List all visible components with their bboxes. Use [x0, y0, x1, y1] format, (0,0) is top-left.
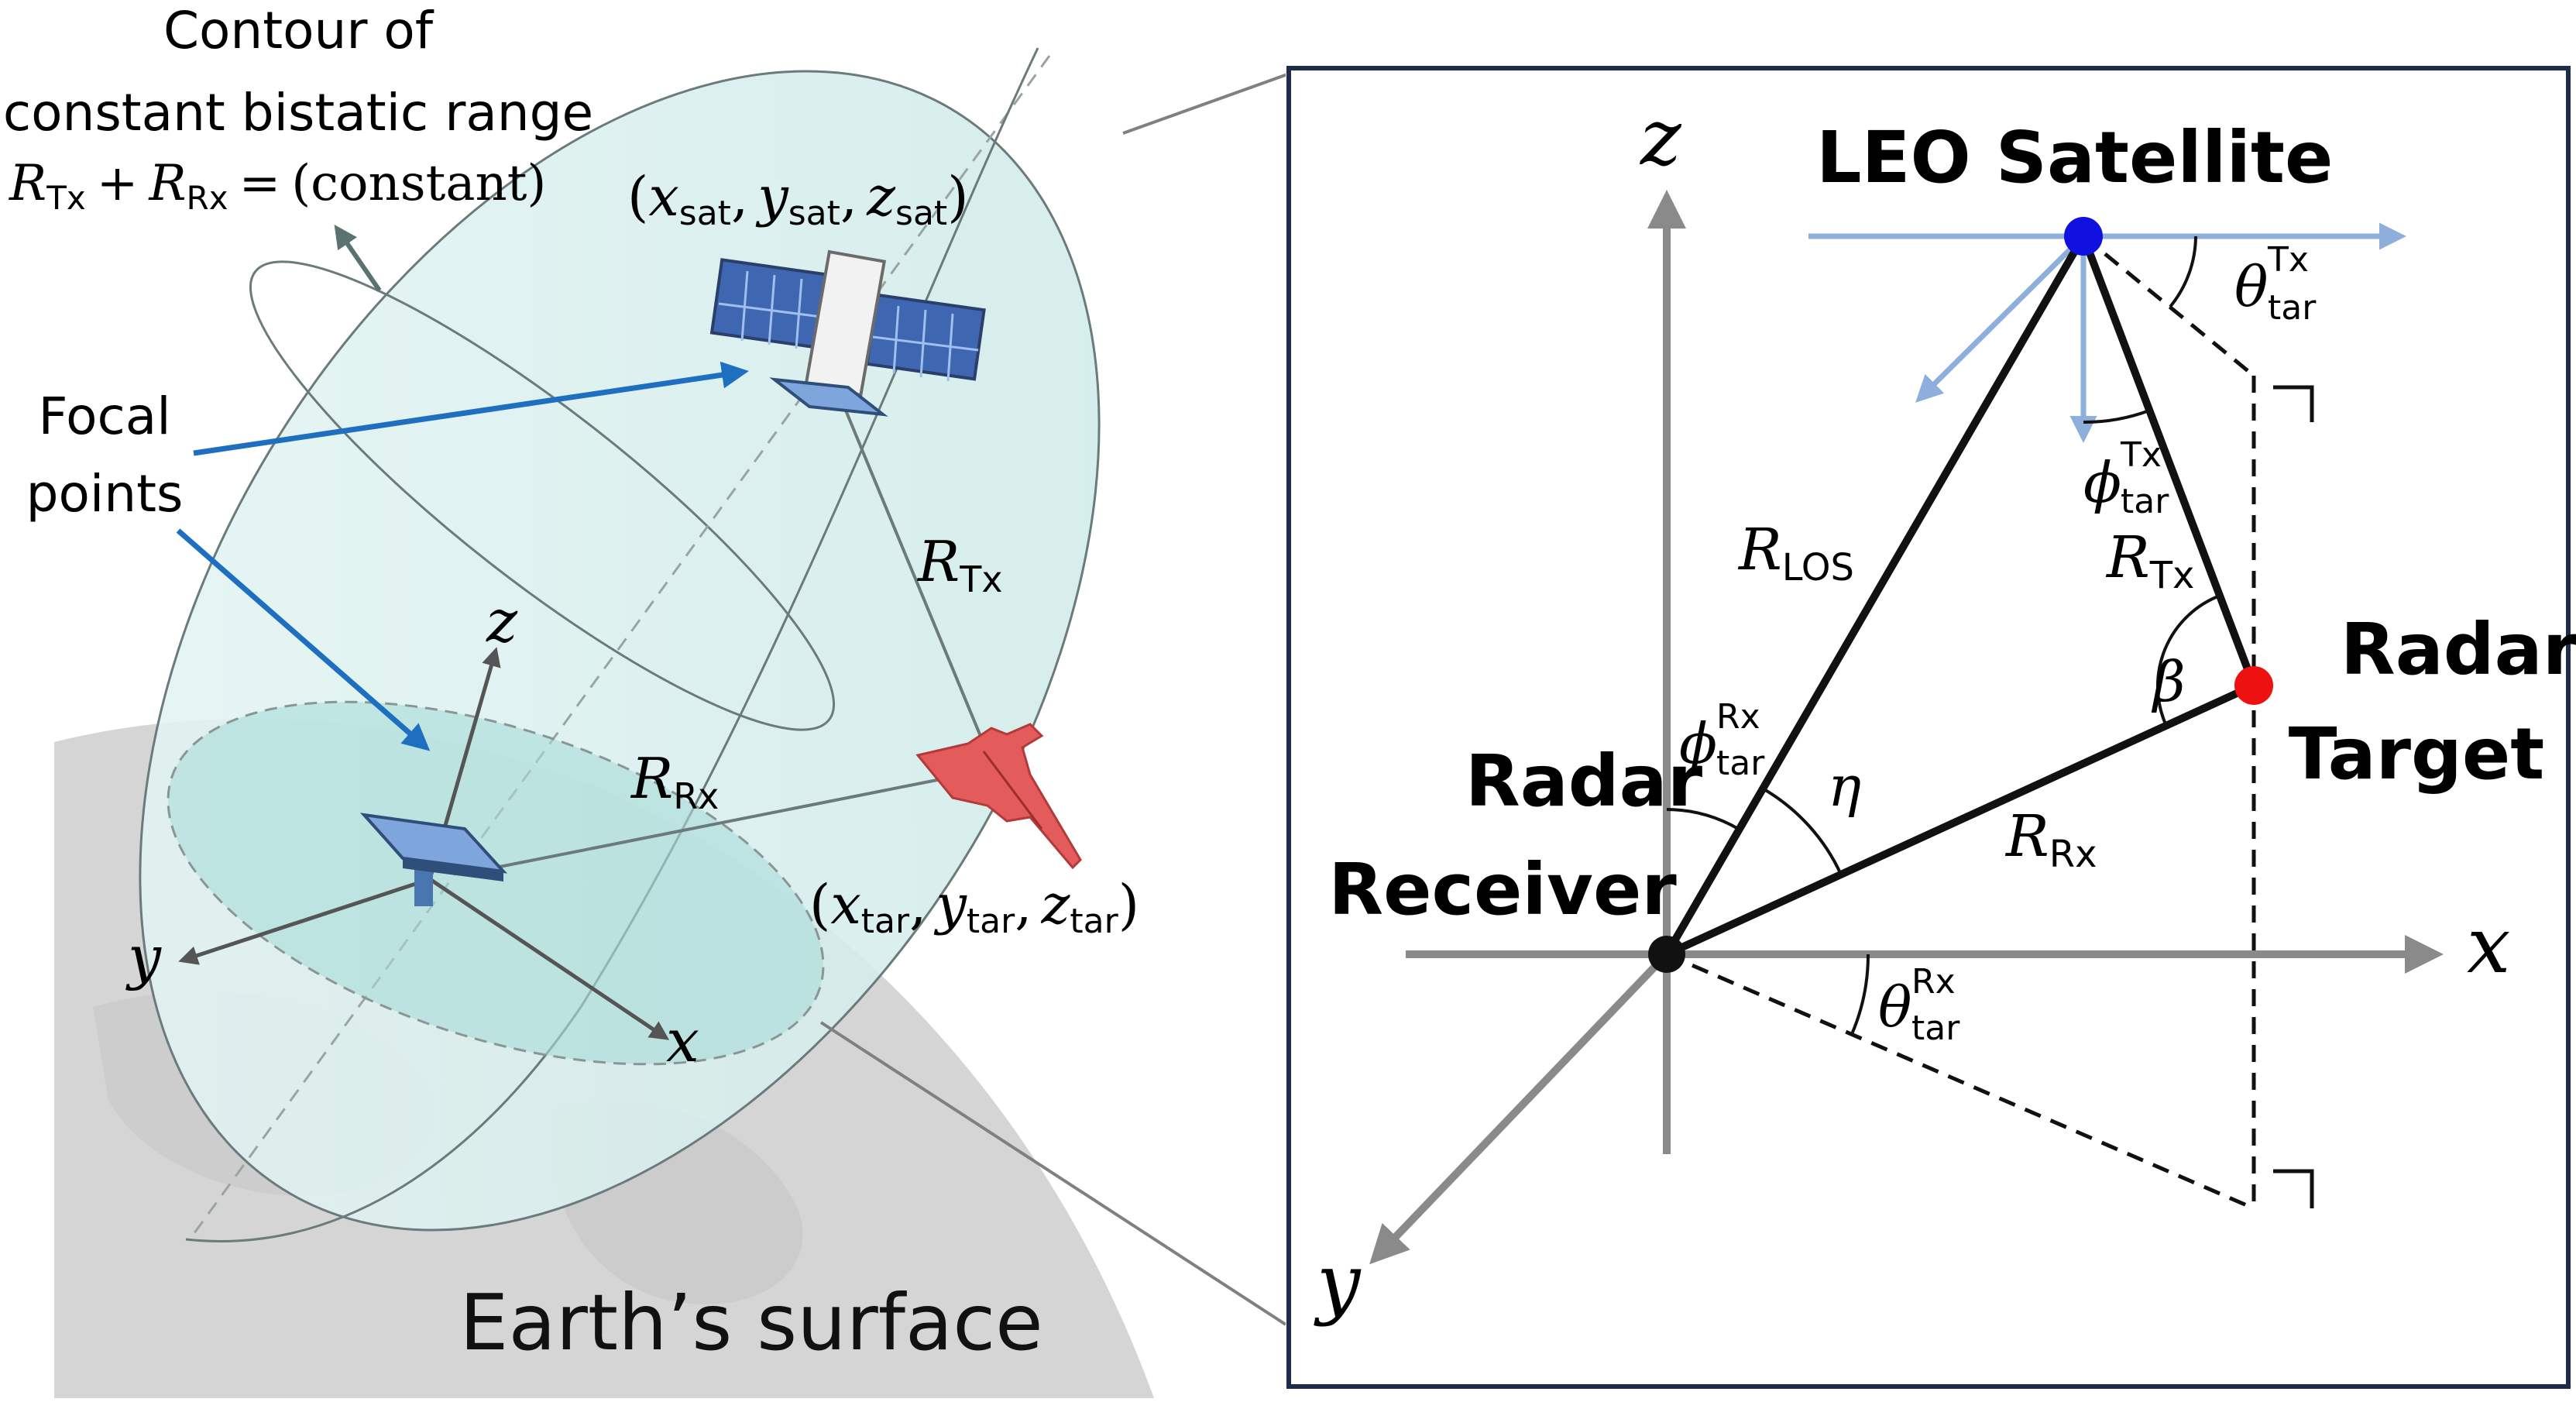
theta-tx-label: θ Tx tar — [2234, 240, 2317, 328]
tx-range-label-right: RTx — [2105, 524, 2194, 597]
rx-range-label-right: RRx — [2004, 803, 2097, 876]
contour-title-line2: constant bistatic range — [3, 83, 593, 143]
bistatic-equation: RTx+RRx=(constant) — [9, 155, 546, 217]
receiver-label-line1: Radar — [1465, 740, 1703, 823]
satellite-icon — [709, 249, 986, 417]
earth-surface-label: Earth’s surface — [459, 1277, 1042, 1368]
target-ground-projection-dashed — [1666, 952, 2255, 1211]
satellite-diag-arrow — [1915, 234, 2086, 403]
target-coordinates: (xtar,ytar,ztar) — [809, 873, 1139, 941]
theta-tx-arc — [2169, 235, 2197, 308]
x-axis-label: x — [2467, 900, 2510, 991]
svg-text:Tx: Tx — [2267, 240, 2309, 280]
svg-text:ϕ: ϕ — [2083, 450, 2121, 515]
contour-title-line1: Contour of — [163, 1, 434, 60]
phi-rx-label: ϕ Rx tar — [1679, 697, 1765, 783]
beta-arc — [2155, 594, 2221, 727]
ellipsoid-cross-section — [249, 260, 836, 731]
target-point — [2234, 666, 2273, 705]
svg-text:Rx: Rx — [1716, 697, 1760, 737]
receiver-icon — [359, 813, 508, 906]
local-z-axis-label: z — [486, 586, 518, 655]
svg-text:tar: tar — [2121, 482, 2169, 521]
theta-rx-label: θ Rx tar — [1878, 962, 1960, 1048]
phi-tx-label: ϕ Tx tar — [2083, 435, 2169, 521]
svg-text:Rx: Rx — [1911, 962, 1956, 1002]
satellite-label: LEO Satellite — [1816, 116, 2333, 199]
target-label-line2: Target — [2289, 713, 2545, 795]
beta-label: β — [2151, 649, 2186, 714]
theta-rx-arc — [1850, 954, 1870, 1035]
z-axis-label: z — [1640, 92, 1682, 183]
target-jet-icon — [915, 723, 1082, 870]
phi-tx-arc — [2083, 409, 2150, 424]
right-angle-mark-top — [2273, 385, 2314, 422]
satellite-coordinates: (xsat,ysat,zsat) — [627, 165, 969, 233]
right-angle-mark-bottom — [2273, 1169, 2314, 1208]
zoom-connector-top — [1122, 73, 1286, 135]
los-range-label: RLOS — [1737, 517, 1854, 589]
los-line — [1663, 234, 2087, 957]
right-panel: z x y LEO Satellite Radar Receiver Radar… — [1286, 66, 2576, 1389]
rx-line — [1664, 682, 2256, 958]
svg-text:θ: θ — [2234, 254, 2268, 319]
y-axis — [1369, 951, 1670, 1265]
y-axis-label: y — [1314, 1237, 1362, 1328]
local-y-axis — [178, 877, 431, 965]
contour-leader-arrow — [334, 225, 382, 292]
tx-range-label: RTx — [916, 529, 1003, 600]
focal-points-line1: Focal — [38, 387, 170, 446]
svg-text:tar: tar — [1716, 744, 1765, 783]
zoom-frame — [1286, 66, 2571, 1389]
tx-link-line — [843, 406, 985, 744]
phi-rx-arc — [1666, 808, 1741, 831]
receiver-point — [1648, 936, 1685, 973]
local-y-axis-label: y — [125, 923, 162, 991]
rx-link-line — [495, 777, 946, 869]
svg-text:tar: tar — [2268, 288, 2317, 328]
eta-label: η — [1828, 754, 1861, 819]
rx-range-label: RRx — [630, 746, 719, 817]
svg-text:θ: θ — [1878, 974, 1911, 1039]
eta-arc — [1761, 787, 1843, 875]
svg-text:tar: tar — [1911, 1009, 1960, 1048]
svg-text:Tx: Tx — [2120, 435, 2162, 475]
ellipsoid-major-axis — [188, 55, 1051, 1240]
local-x-axis — [428, 877, 670, 1040]
zoom-connector-bottom — [819, 1021, 1286, 1326]
satellite-projection-dashed — [2082, 235, 2255, 377]
left-panel: Contour of constant bistatic range RTx+R… — [3, 1, 1286, 1398]
focal-points-line2: points — [26, 464, 184, 524]
local-x-axis-label: x — [666, 1006, 699, 1075]
tx-line — [2080, 235, 2258, 687]
focal-leader-arrow-satellite — [193, 361, 749, 456]
focal-leader-arrow-receiver — [176, 528, 431, 751]
satellite-point — [2064, 217, 2103, 256]
receiver-label-line2: Receiver — [1328, 848, 1677, 931]
ground-footprint — [167, 700, 825, 1066]
svg-text:ϕ: ϕ — [1679, 711, 1717, 776]
target-label-line1: Radar — [2341, 608, 2576, 691]
